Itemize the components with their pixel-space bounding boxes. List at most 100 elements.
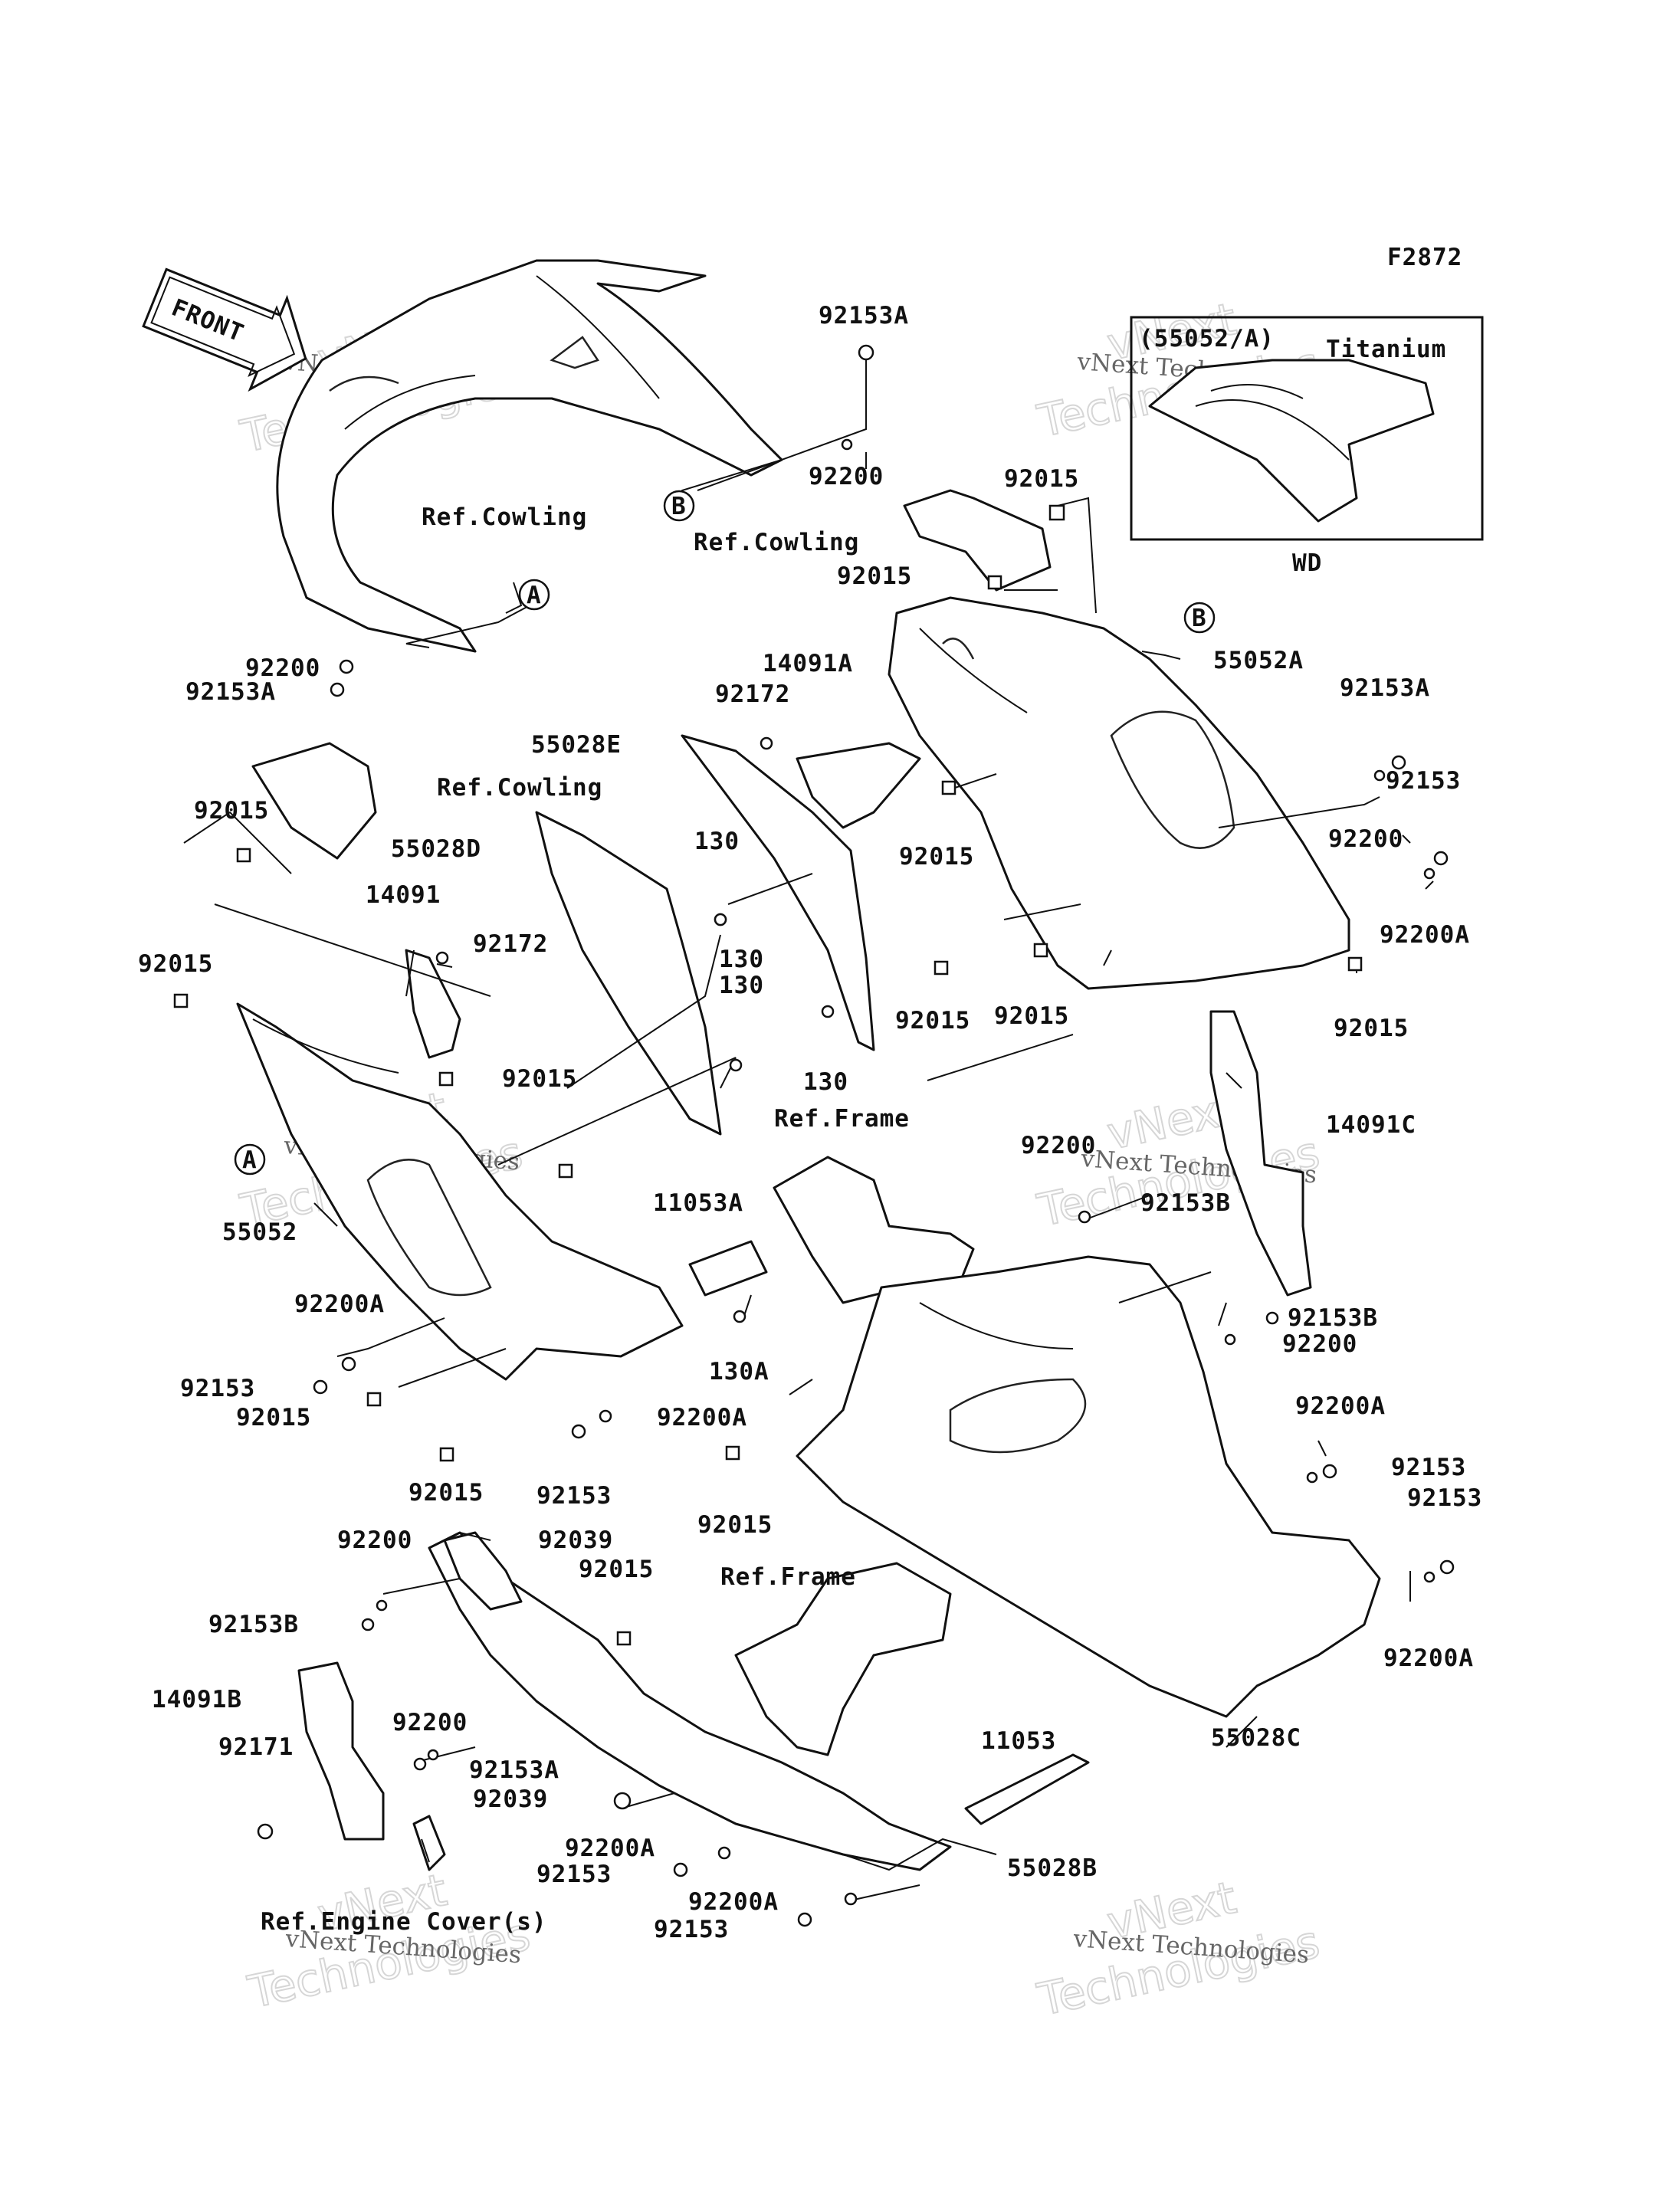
cowling-edge-line [344, 375, 476, 430]
part-label: 92200A [565, 1835, 655, 1862]
part-label: 92153B [208, 1611, 299, 1638]
grommet-icon [173, 993, 189, 1008]
inset-material: Titanium [1326, 336, 1446, 363]
grommet-icon [236, 848, 251, 863]
inset-titanium-panel [1148, 359, 1435, 523]
washer-icon [717, 1846, 731, 1860]
cowling-edge-line [536, 275, 660, 399]
part-label: 92015 [194, 797, 269, 825]
part-label: 55028E [531, 731, 622, 759]
washer-icon [427, 1749, 439, 1761]
panel-55052A [888, 596, 1350, 990]
part-label: Ref.Cowling [694, 529, 859, 556]
callout-b-text: B [1192, 605, 1207, 632]
inset-box: (55052/A) Titanium WD [1130, 316, 1484, 577]
cowling-vent [550, 336, 599, 369]
lower-right-cowl [796, 1255, 1381, 1718]
bracket-11053 [964, 1753, 1090, 1825]
part-label: 92015 [1004, 465, 1079, 493]
part-label: 92172 [715, 680, 790, 708]
grommet-icon [1048, 504, 1065, 521]
left-side-panel [236, 1002, 684, 1381]
part-label: 92153 [654, 1916, 729, 1943]
part-label: 92171 [218, 1733, 294, 1761]
bolt-icon [733, 1310, 746, 1323]
part-label: 92172 [473, 930, 548, 958]
inset-region: WD [1292, 549, 1322, 577]
callout-b-text: B [671, 493, 687, 520]
bolt-icon [313, 1379, 328, 1395]
part-label: Ref.Cowling [422, 503, 587, 531]
panel-55052 [236, 1002, 684, 1381]
part-label: 92153 [1407, 1484, 1482, 1512]
part-label: 130A [709, 1358, 769, 1385]
callout-a-text: A [242, 1146, 258, 1174]
washer-icon [341, 1356, 356, 1372]
part-label: 92200A [688, 1888, 779, 1916]
part-label: 92200A [1295, 1392, 1386, 1420]
bolt-icon [1439, 1559, 1455, 1575]
cowling-vent [329, 375, 399, 392]
bolt-icon [1265, 1311, 1279, 1325]
grommet-icon [439, 1447, 454, 1462]
hardware [173, 344, 1455, 1927]
bolt-icon [797, 1912, 812, 1927]
part-label: 92153A [1340, 674, 1430, 702]
part-label: Ref.Cowling [437, 774, 602, 802]
part-labels: 92153A 92200 Ref.Cowling 92200 92153A 92… [138, 302, 1482, 1943]
bolt-icon [571, 1424, 586, 1439]
part-label: 130 [694, 828, 740, 855]
bolt-icon [821, 1005, 835, 1018]
part-label: 130 [719, 972, 764, 999]
bolt-icon [760, 736, 773, 750]
bolt-icon [435, 951, 449, 965]
callout-a-text: A [527, 582, 542, 609]
grommet-icon [934, 960, 949, 976]
grommet-icon [1033, 943, 1048, 958]
panel-crease [919, 628, 1028, 713]
cowling-bracket-piece [903, 489, 1052, 592]
part-label: 92200A [1380, 921, 1470, 949]
inset-flame-graphic [1210, 384, 1304, 399]
panel-cutout [366, 1159, 492, 1297]
leader-lines [183, 349, 1434, 1901]
washer-icon [841, 438, 853, 451]
cowl-vent [949, 1378, 1087, 1454]
grommet-icon [941, 780, 956, 795]
part-label: 92153 [1386, 767, 1461, 795]
part-label: 11053A [653, 1189, 743, 1217]
bracket-14091 [405, 949, 461, 1059]
right-side-panel [888, 596, 1350, 990]
panel-flame-detail [942, 638, 975, 660]
part-label: 92153B [1288, 1304, 1378, 1332]
part-label: 92200 [1282, 1330, 1357, 1358]
part-label: 55028B [1007, 1854, 1098, 1882]
part-label: 92015 [138, 950, 213, 978]
part-label: Ref.Frame [720, 1563, 856, 1591]
part-label: 92200 [392, 1709, 468, 1736]
nut-icon [613, 1792, 632, 1810]
part-label: 92015 [502, 1065, 577, 1093]
washer-icon [599, 1409, 612, 1423]
bolt-icon [1433, 851, 1449, 866]
part-label: 92153A [469, 1756, 559, 1784]
callout-circle-b [663, 490, 695, 522]
grommet-icon [616, 1631, 632, 1646]
part-label: 92153 [536, 1861, 612, 1888]
part-label: 92039 [473, 1785, 548, 1813]
part-label: 92153 [1391, 1454, 1466, 1481]
callout-circle-b [1183, 602, 1216, 634]
inner-panel-55028D [535, 811, 722, 1136]
part-label: 92153 [536, 1482, 612, 1510]
callout-markers: B A B A [234, 490, 1216, 1176]
part-label: 14091C [1326, 1111, 1416, 1139]
part-label: 55028D [391, 835, 481, 863]
lower-left-cowl [428, 1531, 952, 1871]
part-label: 92015 [409, 1479, 484, 1507]
part-label: 92015 [1334, 1015, 1409, 1042]
small-clip [412, 1815, 446, 1871]
part-label: 92200A [294, 1290, 385, 1318]
washer-icon [1306, 1471, 1318, 1484]
callout-circle-a [518, 579, 550, 611]
washer-icon [1423, 867, 1436, 880]
